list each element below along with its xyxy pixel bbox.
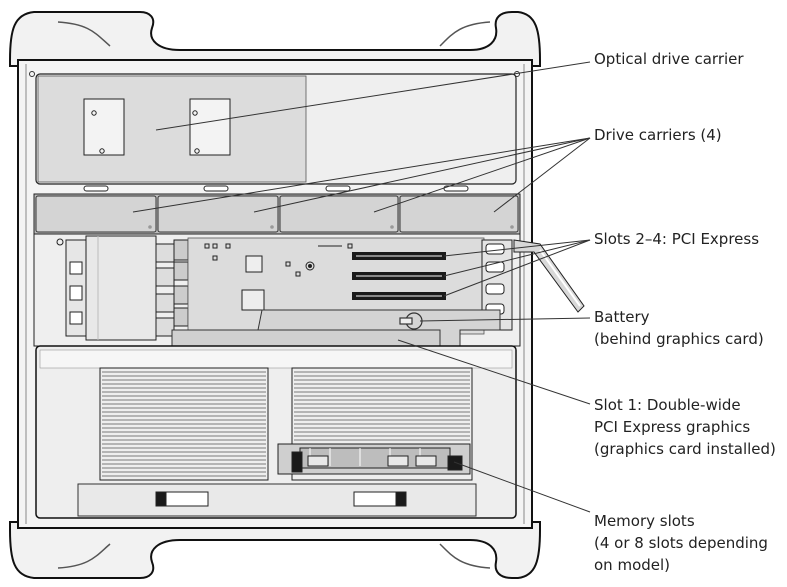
leader-lines xyxy=(132,61,591,513)
callout-text: Drive carriers (4) xyxy=(594,126,722,144)
callout-battery: Battery (behind graphics card) xyxy=(594,306,764,350)
callout-text: Slots 2–4: PCI Express xyxy=(594,230,760,248)
drive-carrier-1 xyxy=(35,195,157,233)
callout-text: Optical drive carrier xyxy=(594,50,744,68)
heatsink-right xyxy=(291,367,473,481)
callout-optical-drive-carrier: Optical drive carrier xyxy=(594,48,744,70)
optical-drive-carrier xyxy=(37,75,307,183)
case-frame xyxy=(9,11,541,579)
power-supply-block xyxy=(56,235,189,341)
callout-text: on model) xyxy=(594,556,671,574)
callout-text: (behind graphics card) xyxy=(594,330,764,348)
callout-text: Battery xyxy=(594,308,650,326)
board-components xyxy=(204,243,353,311)
callout-memory-slots: Memory slots (4 or 8 slots depending on … xyxy=(594,510,768,576)
heatsink-fins xyxy=(102,371,470,477)
processor-tray xyxy=(35,345,517,519)
drive-handles xyxy=(83,185,469,192)
optical-carrier-plate-2 xyxy=(189,98,231,156)
drive-carrier-bays xyxy=(35,195,519,233)
bracket-lever xyxy=(513,239,585,313)
callout-text: (graphics card installed) xyxy=(594,440,776,458)
callout-text: (4 or 8 slots depending xyxy=(594,534,768,552)
drive-carrier-4 xyxy=(399,195,519,233)
callout-pci-slots: Slots 2–4: PCI Express xyxy=(594,228,759,250)
optical-carrier-plate-1 xyxy=(83,98,125,156)
callout-text: Slot 1: Double-wide xyxy=(594,396,741,414)
drive-carrier-2 xyxy=(157,195,279,233)
callout-text: PCI Express graphics xyxy=(594,418,751,436)
callout-drive-carriers: Drive carriers (4) xyxy=(594,124,722,146)
callout-text: Memory slots xyxy=(594,512,695,530)
callout-slot1-graphics: Slot 1: Double-wide PCI Express graphics… xyxy=(594,394,776,460)
memory-slots xyxy=(277,443,471,475)
pci-express-slots xyxy=(352,252,446,300)
heatsink-left xyxy=(99,367,269,481)
graphics-card-edge xyxy=(171,329,441,347)
drive-carrier-3 xyxy=(279,195,399,233)
tray-handles xyxy=(155,491,407,507)
